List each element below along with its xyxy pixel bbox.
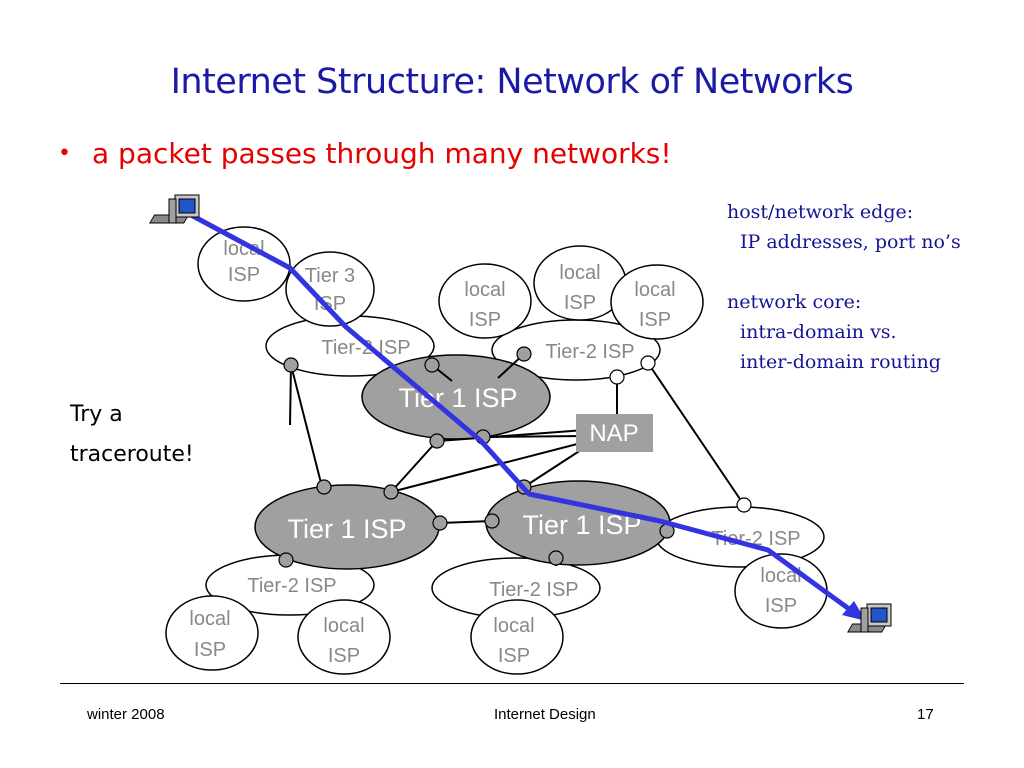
local-label: local <box>634 279 675 301</box>
tier2-label: Tier-2 ISP <box>711 528 800 550</box>
isp-label: ISP <box>498 645 530 667</box>
tier1-label: Tier 1 ISP <box>287 514 406 544</box>
local-isp-bottom-3: local ISP <box>470 599 564 675</box>
nap-label: NAP <box>589 420 638 447</box>
try-line1: Try a <box>70 402 123 427</box>
tier2-isp-lower-mid: Tier-2 ISP <box>431 557 601 619</box>
nap-box: NAP <box>576 414 653 452</box>
router-icon <box>278 552 294 568</box>
tier2-label: Tier-2 ISP <box>489 579 578 601</box>
isp-label: ISP <box>328 645 360 667</box>
tier3-label: Tier 3 <box>305 265 355 287</box>
local-label: local <box>493 615 534 637</box>
router-icon <box>548 550 564 566</box>
local-label: local <box>323 615 364 637</box>
local-label: local <box>559 262 600 284</box>
core-line1: intra-domain vs. <box>740 321 897 343</box>
tier2-label: Tier-2 ISP <box>321 337 410 359</box>
isp-label: ISP <box>765 595 797 617</box>
packet-path <box>188 212 866 621</box>
isp-label: ISP <box>639 309 671 331</box>
core-heading: network core: <box>727 291 862 313</box>
edge-heading: host/network edge: <box>727 201 914 223</box>
router-icon <box>609 369 625 385</box>
isp-label: ISP <box>194 639 226 661</box>
tier2-label: Tier-2 ISP <box>247 575 336 597</box>
tier2-isp-lower-left: Tier-2 ISP <box>205 554 375 616</box>
local-isp-bottom-2: local ISP <box>297 599 391 675</box>
local-isp-top-mid: local ISP <box>533 245 627 321</box>
footer-divider <box>60 683 964 684</box>
slide-title: Internet Structure: Network of Networks <box>170 62 854 102</box>
router-icon <box>316 479 332 495</box>
local-isp-top-right: local ISP <box>610 264 704 340</box>
router-icon <box>429 433 445 449</box>
tier1-isp-bottom-right: Tier 1 ISP <box>485 480 671 566</box>
core-note: network core: intra-domain vs. inter-dom… <box>727 287 941 377</box>
tier2-label: Tier-2 ISP <box>545 341 634 363</box>
tier3-isp: Tier 3 ISP <box>285 251 375 327</box>
footer-page-number: 17 <box>917 706 934 723</box>
isp-label: ISP <box>469 309 501 331</box>
edge-detail: IP addresses, port no’s <box>740 231 961 253</box>
router-icon <box>484 513 500 529</box>
isp-label: ISP <box>228 264 260 286</box>
local-label: local <box>464 279 505 301</box>
local-isp-top-left: local ISP <box>197 226 291 302</box>
router-icon <box>736 497 752 513</box>
router-icon <box>640 355 656 371</box>
core-line2: inter-domain routing <box>740 351 941 373</box>
destination-host-computer-icon <box>847 603 892 633</box>
bullet-dot-icon: • <box>58 141 71 166</box>
try-traceroute-note: Try a traceroute! <box>70 395 194 475</box>
router-icon <box>383 484 399 500</box>
router-icon <box>516 346 532 362</box>
isp-label: ISP <box>564 292 596 314</box>
local-isp-bottom-1: local ISP <box>165 595 259 671</box>
local-label: local <box>189 608 230 630</box>
local-isp-bottom-4: local ISP <box>734 553 828 629</box>
routers <box>278 346 752 568</box>
source-host-computer-icon <box>149 194 200 224</box>
try-line2: traceroute! <box>70 442 194 467</box>
arrowhead-icon <box>842 601 866 621</box>
local-isp-top-mid-left: local ISP <box>438 263 532 339</box>
tier1-isp-top: Tier 1 ISP <box>361 354 551 440</box>
local-label: local <box>223 238 264 260</box>
tier2-isp-upper-right: Tier-2 ISP <box>491 319 661 381</box>
bullet-item: • a packet passes through many networks! <box>58 137 672 170</box>
edge-note: host/network edge: IP addresses, port no… <box>727 197 961 257</box>
footer-date: winter 2008 <box>87 706 165 723</box>
footer-course: Internet Design <box>494 706 596 723</box>
router-icon <box>424 357 440 373</box>
bullet-text: a packet passes through many networks! <box>92 137 672 170</box>
local-label: local <box>760 565 801 587</box>
router-icon <box>283 357 299 373</box>
router-icon <box>432 515 448 531</box>
